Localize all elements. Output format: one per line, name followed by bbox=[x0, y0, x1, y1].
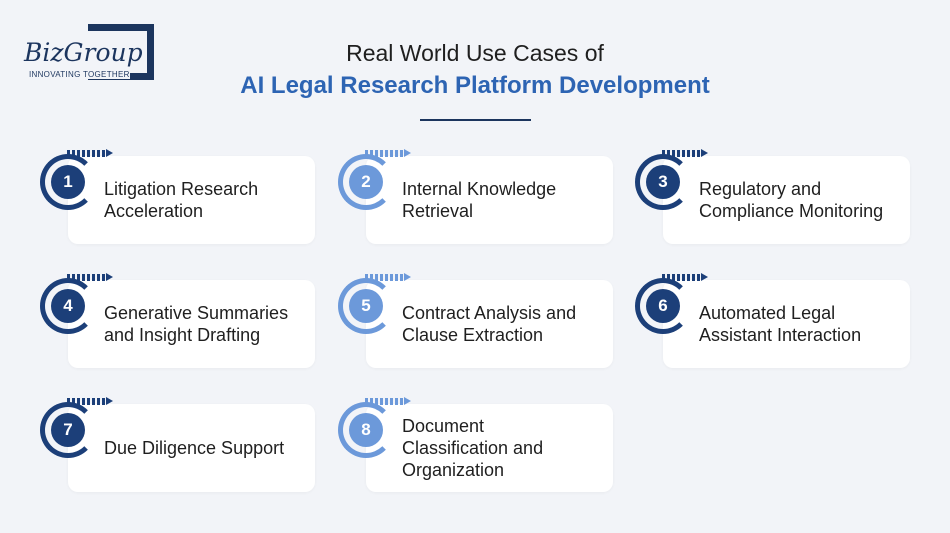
logo-wordmark: BizGroup bbox=[24, 38, 145, 67]
use-case-label: Document Classification and Organization bbox=[402, 416, 544, 480]
number-badge-5: 5 bbox=[338, 273, 418, 344]
badge-number: 4 bbox=[51, 289, 85, 323]
use-case-label: Litigation Research Acceleration bbox=[104, 179, 259, 221]
use-case-card-2: Internal Knowledge Retrieval bbox=[366, 156, 613, 244]
page-title-line1: Real World Use Cases of bbox=[346, 40, 604, 66]
number-badge-7: 7 bbox=[40, 397, 120, 468]
number-badge-1: 1 bbox=[40, 149, 120, 220]
number-badge-2: 2 bbox=[338, 149, 418, 220]
logo-tagline: INNOVATING TOGETHER bbox=[29, 70, 130, 79]
badge-number: 5 bbox=[349, 289, 383, 323]
number-badge-6: 6 bbox=[635, 273, 715, 344]
use-case-label: Regulatory and Compliance Monitoring bbox=[699, 179, 884, 221]
use-case-label: Contract Analysis and Clause Extraction bbox=[402, 303, 577, 345]
badge-number: 6 bbox=[646, 289, 680, 323]
use-case-label: Automated Legal Assistant Interaction bbox=[699, 303, 862, 345]
use-case-card-5: Contract Analysis and Clause Extraction bbox=[366, 280, 613, 368]
use-case-card-4: Generative Summaries and Insight Draftin… bbox=[68, 280, 315, 368]
number-badge-3: 3 bbox=[635, 149, 715, 220]
badge-number: 3 bbox=[646, 165, 680, 199]
use-case-label: Generative Summaries and Insight Draftin… bbox=[104, 303, 289, 345]
badge-number: 7 bbox=[51, 413, 85, 447]
use-case-card-3: Regulatory and Compliance Monitoring bbox=[663, 156, 910, 244]
use-case-card-1: Litigation Research Acceleration bbox=[68, 156, 315, 244]
badge-number: 1 bbox=[51, 165, 85, 199]
bizgroup-logo: BizGroup INNOVATING TOGETHER bbox=[20, 22, 160, 84]
title-divider bbox=[420, 119, 531, 121]
page-title-line2: AI Legal Research Platform Development bbox=[240, 72, 710, 99]
use-case-label: Internal Knowledge Retrieval bbox=[402, 179, 557, 221]
use-case-card-7: Due Diligence Support bbox=[68, 404, 315, 492]
badge-number: 2 bbox=[349, 165, 383, 199]
use-case-card-6: Automated Legal Assistant Interaction bbox=[663, 280, 910, 368]
number-badge-8: 8 bbox=[338, 397, 418, 468]
use-case-card-8: Document Classification and Organization bbox=[366, 404, 613, 492]
use-case-label: Due Diligence Support bbox=[104, 438, 285, 458]
badge-number: 8 bbox=[349, 413, 383, 447]
number-badge-4: 4 bbox=[40, 273, 120, 344]
